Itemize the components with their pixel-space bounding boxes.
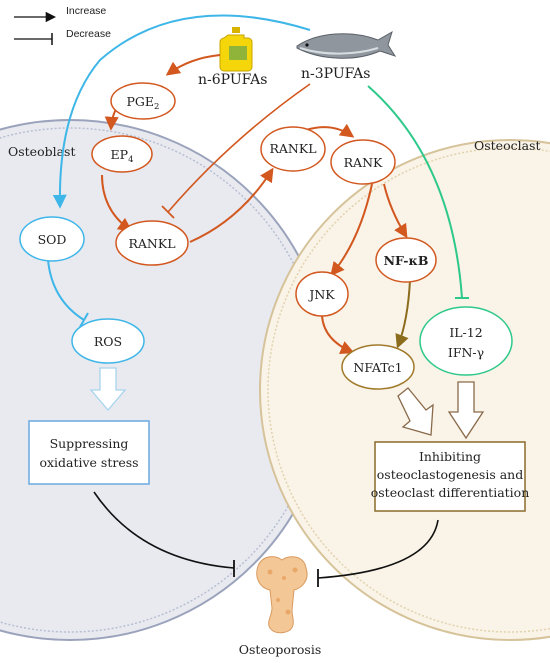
n6-pufas-label: n-6PUFAs	[198, 72, 267, 88]
arrow-ep4-to-rankl	[101, 174, 133, 232]
outcome-osteoclast-inhibition: Inhibiting osteoclastogenesis and osteoc…	[371, 441, 530, 512]
node-rankl-free: RANKL	[260, 126, 326, 172]
block-arrows	[89, 367, 485, 440]
osteoclast-line-3: osteoclast differentiation	[371, 485, 530, 500]
ifng-label: IFN-γ	[448, 345, 484, 360]
node-nfatc1: NFATc1	[341, 344, 415, 390]
block-arrow-nfatc1-to-outcome	[397, 387, 434, 436]
node-sod: SOD	[19, 216, 85, 262]
node-rankl-osteoblast: RANKL	[115, 220, 189, 266]
ep4-subscript: 4	[128, 155, 133, 165]
osteoporosis-label: Osteoporosis	[239, 642, 321, 657]
arrow-rank-to-jnk	[330, 183, 373, 277]
arrow-rankl-to-free-rankl	[189, 167, 274, 243]
svg-text:PGE2: PGE2	[127, 94, 160, 112]
pge2-subscript: 2	[154, 102, 159, 112]
il12-label: IL-12	[449, 325, 482, 340]
inhibit-n3-to-sod	[52, 14, 311, 209]
arrow-jnk-to-nfatc1	[321, 315, 355, 355]
nfatc1-label: NFATc1	[353, 360, 402, 375]
bone-icon	[256, 556, 308, 634]
osteoclast-line-1: Inhibiting	[419, 449, 481, 464]
oil-bottle-icon	[219, 27, 253, 72]
inhibit-sod-to-ros-bar	[79, 312, 89, 328]
rankl-osteoblast-label: RANKL	[128, 236, 175, 251]
arrow-nfkb-to-nfatc1	[395, 279, 411, 349]
sod-label: SOD	[38, 232, 67, 247]
pge2-label: PGE	[127, 94, 155, 109]
osteoclast-line-2: osteoclastogenesis and	[377, 467, 523, 482]
inhibit-n3-to-cytokines	[367, 85, 463, 299]
inhibit-stress-to-osteoporosis	[93, 491, 235, 569]
node-rank: RANK	[330, 139, 396, 185]
node-jnk: JNK	[295, 271, 349, 317]
node-ros: ROS	[71, 318, 145, 364]
osteoblast-label: Osteoblast	[8, 144, 76, 159]
outcome-oxidative-stress: Suppressing oxidative stress	[28, 420, 150, 485]
ros-label: ROS	[94, 334, 122, 349]
block-arrow-ros-to-stress	[89, 367, 127, 412]
legend: Increase Decrease	[14, 5, 111, 45]
node-ep4: EP4	[91, 135, 153, 173]
arrow-rank-to-nfkb	[383, 183, 408, 239]
node-cytokines: IL-12 IFN-γ	[419, 306, 513, 376]
jnk-label: JNK	[307, 287, 335, 302]
svg-text:EP4: EP4	[111, 147, 134, 165]
inhibit-osteoclast-to-osteoporosis	[317, 519, 439, 579]
osteoclast-label: Osteoclast	[474, 138, 541, 153]
legend-increase-label: Increase	[66, 5, 106, 17]
inhibit-sod-to-ros	[47, 259, 85, 321]
n3-pufas-label: n-3PUFAs	[301, 66, 370, 82]
legend-decrease-label: Decrease	[66, 28, 111, 40]
arrow-n6-to-pge2	[165, 54, 221, 76]
node-pge2: PGE2	[110, 82, 176, 120]
activation-arrows	[101, 54, 411, 355]
ep4-label: EP	[111, 147, 129, 162]
block-arrow-cytokines-to-outcome	[447, 381, 485, 440]
fish-icon	[296, 30, 397, 59]
oxidative-line-2: oxidative stress	[39, 455, 138, 470]
arrow-free-rankl-to-rank	[305, 123, 355, 138]
inhibit-n3-to-rankl-bar	[161, 205, 175, 219]
rank-label: RANK	[344, 155, 383, 170]
node-nfkb: NF-κB	[375, 237, 437, 283]
rankl-free-label: RANKL	[269, 141, 316, 156]
oxidative-line-1: Suppressing	[50, 436, 129, 451]
inhibit-n3-to-rankl	[167, 83, 311, 213]
inhibition-lines	[47, 14, 469, 328]
nfkb-label: NF-κB	[384, 253, 429, 268]
